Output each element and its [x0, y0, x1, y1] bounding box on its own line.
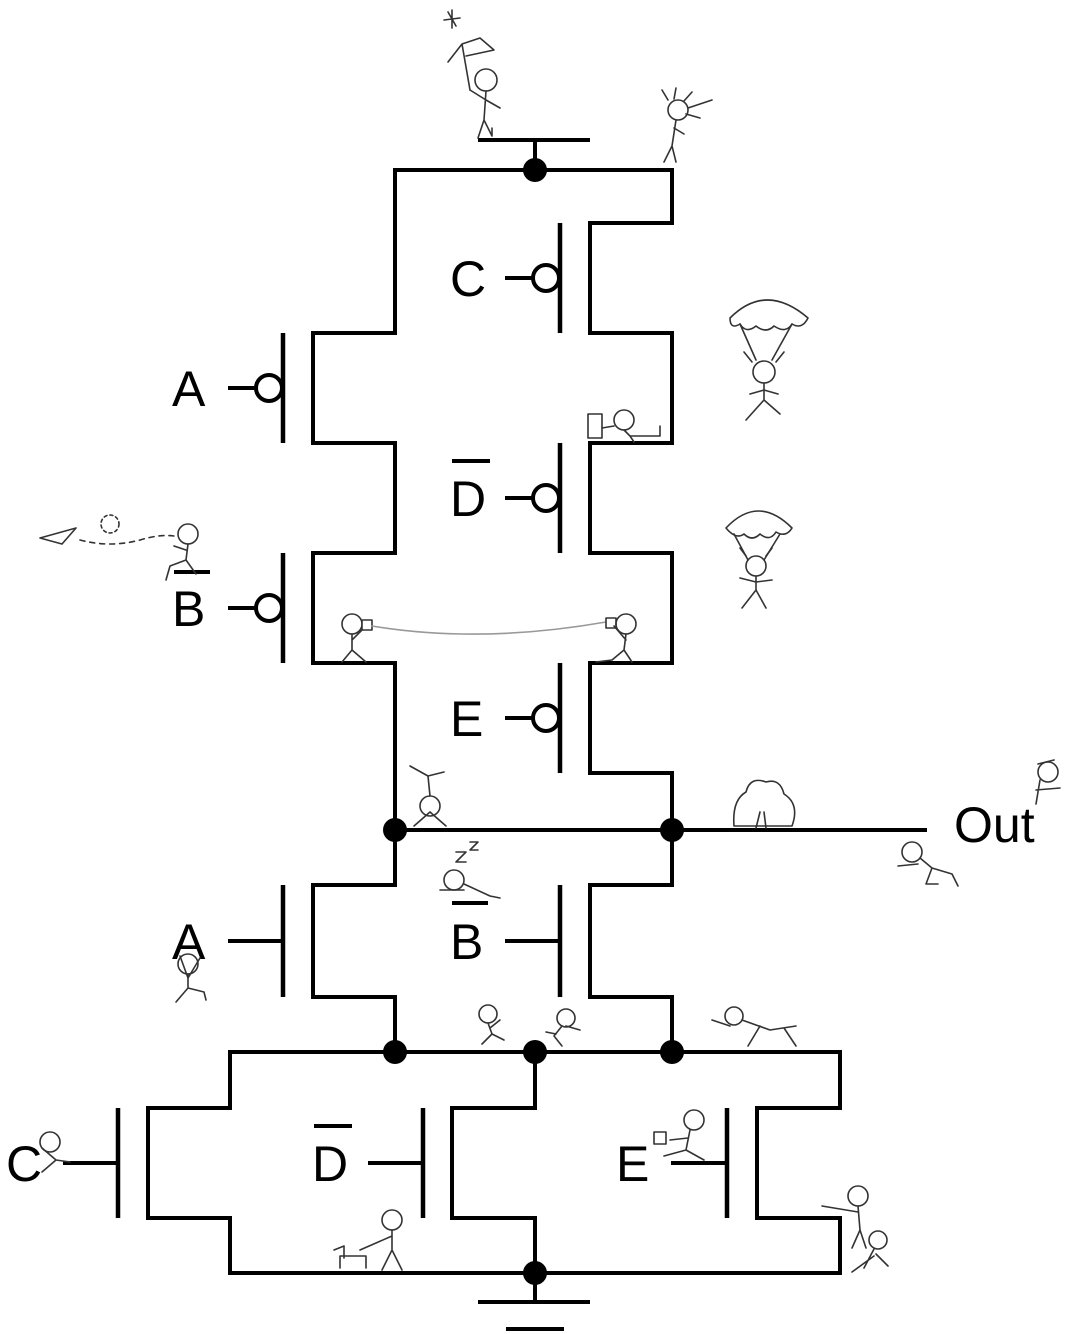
- pmos-a: [228, 333, 286, 443]
- label-pmos-a: A: [172, 361, 206, 417]
- pmos-e: [505, 663, 563, 773]
- label-nmos-a: A: [172, 914, 206, 970]
- ground-terminal: [478, 1261, 590, 1331]
- doodle-figure-pulling-c: [39, 1131, 71, 1173]
- doodle-climbers: [821, 1185, 889, 1273]
- doodle-handstand: [409, 765, 447, 827]
- doodle-figure-pushing-e: [653, 1109, 705, 1161]
- pmos-b-bar: [228, 553, 286, 663]
- label-out: Out: [954, 797, 1035, 853]
- pmos-d-bar: [505, 443, 563, 553]
- doodle-tree: [732, 779, 796, 829]
- label-pmos-e: E: [450, 691, 483, 747]
- pull-down-lower: [146, 1050, 842, 1275]
- label-pmos-c: C: [450, 251, 486, 307]
- nmos-a: [228, 885, 286, 997]
- pull-up-network: [311, 168, 674, 832]
- nmos-c: [63, 1108, 121, 1218]
- pmos-c: [505, 223, 563, 333]
- doodle-parachute-2: [725, 510, 793, 609]
- doodle-paper-plane: [39, 514, 199, 581]
- label-nmos-c: C: [6, 1136, 42, 1192]
- nmos-b-bar: [505, 885, 563, 997]
- doodle-parachute-1: [729, 299, 809, 421]
- doodle-figure-with-flag: [443, 9, 501, 139]
- label-pmos-d-bar: D: [450, 471, 486, 527]
- nmos-e: [671, 1108, 730, 1218]
- label-nmos-b-bar: B: [450, 914, 483, 970]
- doodle-figure-top-right: [661, 87, 713, 163]
- label-nmos-e: E: [616, 1136, 649, 1192]
- doodle-tin-can-phone: [341, 613, 637, 663]
- doodle-reader: [587, 409, 661, 443]
- doodle-figure-under-a: [175, 953, 207, 1003]
- doodle-sleeper: [439, 841, 501, 899]
- output-node: [383, 818, 927, 842]
- label-pmos-b-bar: B: [172, 581, 205, 637]
- doodle-figure-out: [897, 841, 959, 887]
- nmos-d-bar: [368, 1108, 426, 1218]
- doodle-dog-walker: [333, 1209, 403, 1271]
- pull-down-upper: [311, 828, 674, 1054]
- doodle-runners: [478, 1004, 581, 1047]
- vdd-terminal: [478, 138, 590, 182]
- doodle-figure-edge: [1035, 759, 1061, 805]
- doodle-lounger: [711, 1006, 797, 1047]
- label-nmos-d-bar: D: [312, 1136, 348, 1192]
